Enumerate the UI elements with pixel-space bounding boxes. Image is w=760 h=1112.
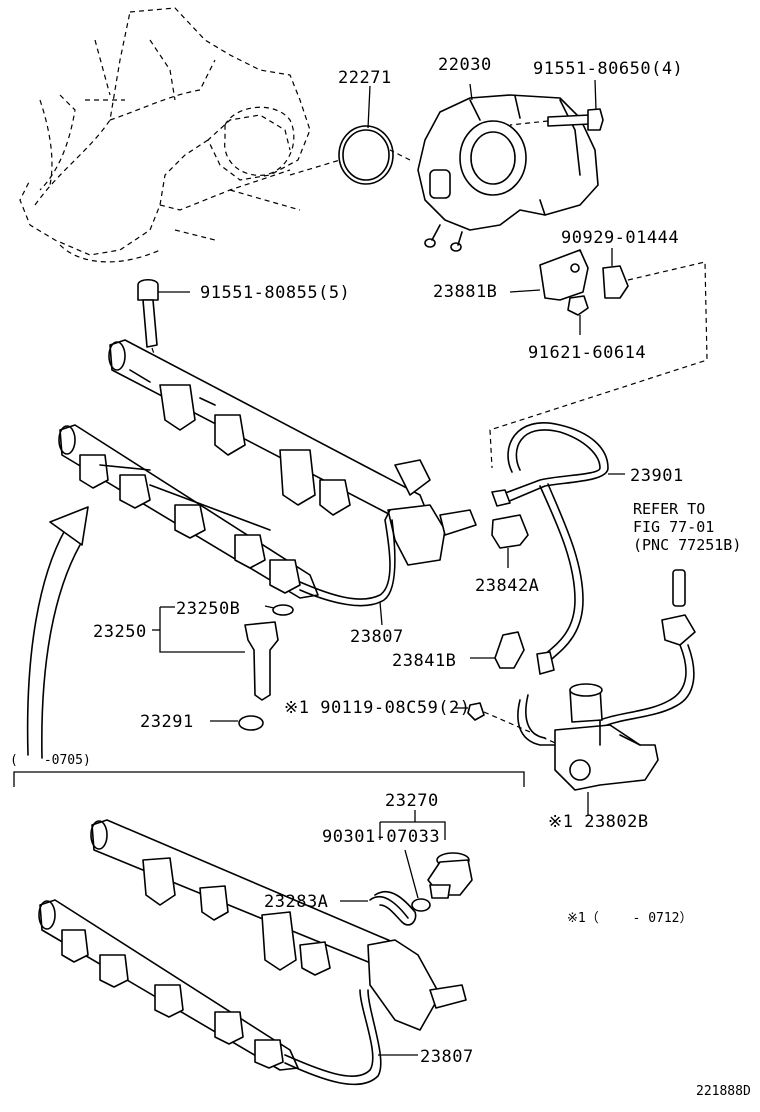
label-23901: 23901 [630,466,684,486]
arrow-indicator [26,506,89,759]
label-23250B: 23250B [176,599,240,619]
pressure-regulator-23270 [379,810,473,912]
connector-23842A [491,514,529,568]
label-23881B: 23881B [433,282,497,302]
fuel-rail-upper [108,339,477,566]
bolt-91621-60614 [567,295,589,335]
bolt-90119 [455,702,561,746]
label-23291: 23291 [140,712,194,732]
refer-line-1: REFER TO [633,500,705,518]
label-90301-07033: 90301-07033 [322,827,440,847]
gasket-22271 [338,85,394,185]
label-22271: 22271 [338,68,392,88]
bolt-91551-80650 [509,79,604,131]
label-23283A: 23283A [264,892,328,912]
label-23841B: 23841B [392,651,456,671]
label-90119-08C59: ※1 90119-08C59(2) [284,698,471,718]
label-91551-80855: 91551-80855(5) [200,283,350,303]
bracket-23881B [509,249,589,301]
throttle-body-22030 [389,83,599,252]
label-23270: 23270 [385,791,439,811]
diagram-id: 221888D [696,1084,751,1099]
clip-90929-01444 [602,248,629,299]
bolt-91551-80855 [137,278,190,396]
refer-line-3: (PNC 77251B) [633,536,741,554]
fuel-pipe-23901 [491,422,625,675]
fuel-rail-upper-lower-section [90,819,467,1031]
fuel-hose-23807-top [299,509,396,626]
label-91621-60614: 91621-60614 [528,343,646,363]
fuel-rail-lower-lower-section [38,899,299,1071]
injector-23250 [152,604,294,731]
fuel-hose-23807-bottom [284,989,418,1086]
section-divider [13,771,525,787]
pressure-regulator-23802B [517,683,659,815]
note-1-range: ※1（ - 0712） [567,911,693,926]
label-91551-80650: 91551-80650(4) [533,59,683,79]
range-note-0705: ( -0705) [10,753,91,768]
intake-manifold-outline [19,7,341,263]
label-23807-bottom: 23807 [420,1047,474,1067]
label-22030: 22030 [438,55,492,75]
label-23842A: 23842A [475,576,539,596]
fuel-rail-lower [58,424,319,599]
refer-line-2: FIG 77-01 [633,518,714,536]
label-23807-top: 23807 [350,627,404,647]
label-90929-01444: 90929-01444 [561,228,679,248]
clip-23283A [340,890,417,926]
dashed-link-right [489,261,708,469]
label-23802B: ※1 23802B [548,812,649,832]
clip-23841B [470,631,525,669]
label-23250: 23250 [93,622,147,642]
refer-pipe [599,569,696,728]
